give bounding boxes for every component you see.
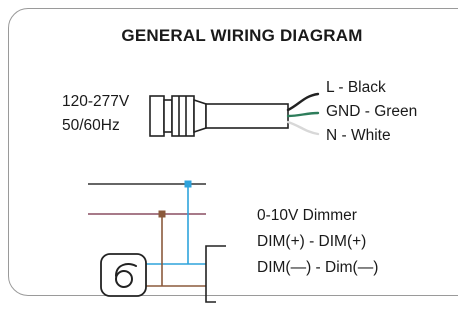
wire-label-line: L - Black [326, 79, 386, 96]
junction-line-blue [184, 180, 192, 188]
dimmer-title: 0-10V Dimmer [257, 207, 357, 224]
diagram-title: GENERAL WIRING DIAGRAM [121, 26, 363, 45]
supply-wires [286, 92, 320, 136]
junction-neutral-brown [158, 210, 166, 218]
wire-label-ground: GND - Green [326, 103, 418, 120]
dimmer-knob-icon [100, 253, 147, 297]
diagram-card [8, 8, 458, 296]
frequency-label: 50/60Hz [62, 117, 120, 134]
dimmer-negative-label: DIM(—) - Dim(—) [257, 259, 379, 276]
voltage-label: 120-277V [62, 93, 130, 110]
white-wire [286, 120, 320, 136]
black-wire [286, 92, 320, 112]
wire-label-neutral: N - White [326, 127, 391, 144]
connector-fitting-icon [149, 95, 289, 137]
green-wire [286, 111, 320, 118]
fixture-bracket [205, 245, 226, 303]
dimmer-positive-label: DIM(+) - DIM(+) [257, 233, 367, 250]
